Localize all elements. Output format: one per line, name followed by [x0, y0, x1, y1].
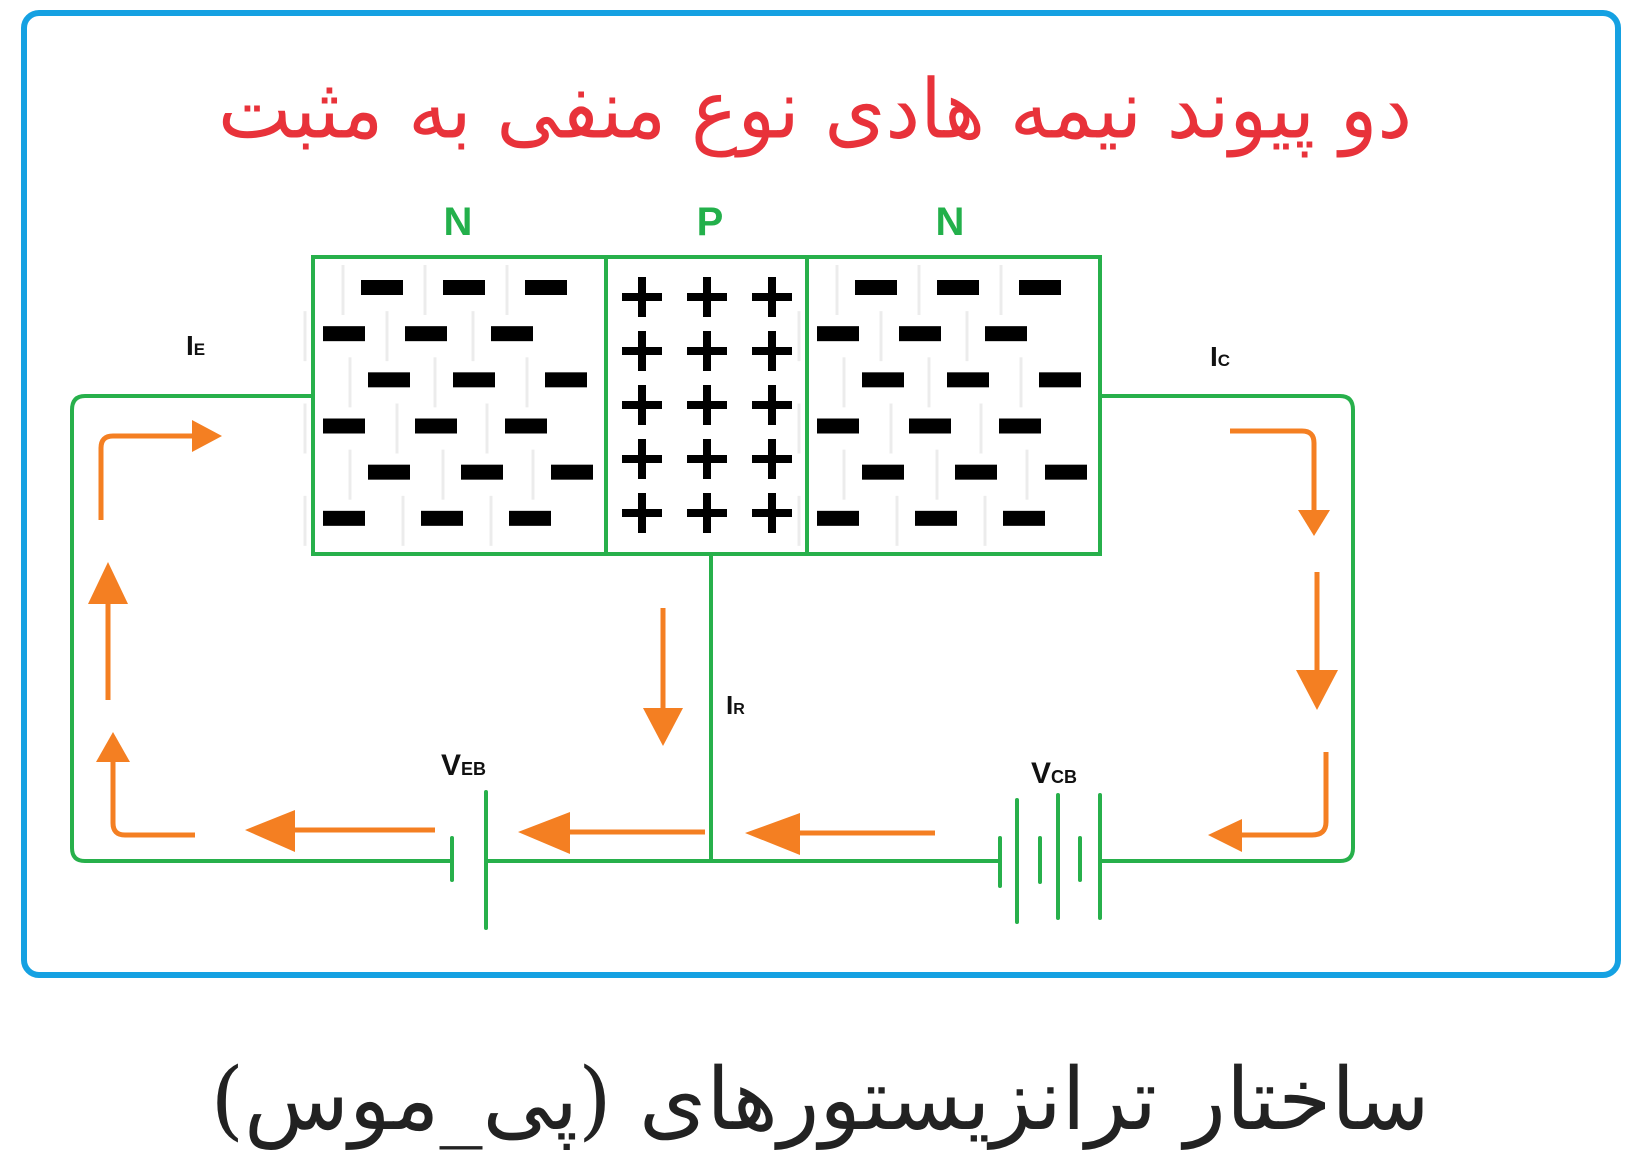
electron-minus: [509, 510, 551, 526]
hole-plus: [752, 385, 792, 425]
electron-minus: [937, 280, 979, 295]
current-label-ie: IE: [186, 330, 205, 361]
arrow-ic-down-2: [1296, 572, 1338, 710]
current-label-ic: IC: [1210, 341, 1230, 372]
electron-minus: [545, 372, 587, 388]
hole-plus: [622, 277, 662, 317]
carrier-group: [303, 265, 1087, 546]
electron-minus: [491, 326, 533, 342]
diagram-frame: [21, 10, 1621, 978]
hole-plus: [752, 331, 792, 371]
region-label-collector: N: [936, 200, 965, 244]
hole-plus: [752, 493, 792, 533]
electron-minus: [525, 280, 567, 295]
electron-minus: [909, 418, 951, 434]
electron-minus: [817, 326, 859, 342]
arrow-ie-right: [98, 420, 222, 520]
hole-plus: [622, 331, 662, 371]
electron-minus: [505, 418, 547, 434]
hole-plus: [687, 277, 727, 317]
electron-minus: [551, 464, 593, 480]
electron-minus: [323, 418, 365, 434]
arrow-ic-left: [1208, 752, 1329, 852]
electron-minus: [855, 280, 897, 295]
region-label-base: P: [697, 200, 724, 244]
electron-minus: [955, 464, 997, 480]
electron-minus: [405, 326, 447, 342]
electron-minus: [421, 510, 463, 526]
electron-minus: [1039, 372, 1081, 388]
electron-minus: [361, 280, 403, 295]
region-label-emitter: N: [444, 200, 473, 244]
electron-minus: [915, 510, 957, 526]
hole-plus: [622, 439, 662, 479]
electron-minus: [1045, 464, 1087, 480]
arrow-ic-down-1: [1230, 428, 1330, 536]
electron-minus: [461, 464, 503, 480]
arrow-bottom-1: [245, 810, 435, 852]
diagram-title: دو پیوند نیمه هادی نوع منفی به مثبت: [217, 62, 1413, 158]
electron-minus: [323, 510, 365, 526]
current-arrows: [88, 420, 1338, 855]
electron-minus: [862, 464, 904, 480]
hole-plus: [622, 385, 662, 425]
arrow-ir-down: [643, 608, 683, 746]
electron-minus: [453, 372, 495, 388]
arrow-bottom-3: [745, 813, 935, 855]
emitter-wire: [70, 394, 452, 863]
semiconductor-block: [311, 255, 1102, 556]
electron-minus: [999, 418, 1041, 434]
electron-minus: [415, 418, 457, 434]
arrow-bottom-2: [518, 812, 705, 854]
arrow-left-up-1: [88, 562, 128, 700]
hole-plus: [687, 439, 727, 479]
hole-plus: [622, 493, 662, 533]
electron-minus: [862, 372, 904, 388]
hole-plus: [687, 385, 727, 425]
electron-minus: [817, 510, 859, 526]
hole-plus: [687, 331, 727, 371]
hole-plus: [752, 277, 792, 317]
electron-minus: [985, 326, 1027, 342]
electron-minus: [947, 372, 989, 388]
arrow-left-up-2: [96, 732, 195, 838]
hole-plus: [752, 439, 792, 479]
battery-veb: [450, 790, 488, 930]
electron-minus: [443, 280, 485, 295]
diagram-caption: ساختار ترانزیستورهای (پی_موس): [210, 1050, 1430, 1150]
hole-plus: [687, 493, 727, 533]
electron-minus: [899, 326, 941, 342]
electron-minus: [323, 326, 365, 342]
electron-minus: [817, 418, 859, 434]
electron-minus: [368, 464, 410, 480]
electron-minus: [1003, 510, 1045, 526]
collector-wire: [1100, 394, 1355, 863]
voltage-label-vcb: VCB: [1031, 757, 1077, 790]
electron-minus: [1019, 280, 1061, 295]
current-label-ir: IR: [726, 690, 745, 720]
battery-vcb: [998, 793, 1102, 924]
electron-minus: [368, 372, 410, 388]
voltage-label-veb: VEB: [441, 749, 486, 782]
